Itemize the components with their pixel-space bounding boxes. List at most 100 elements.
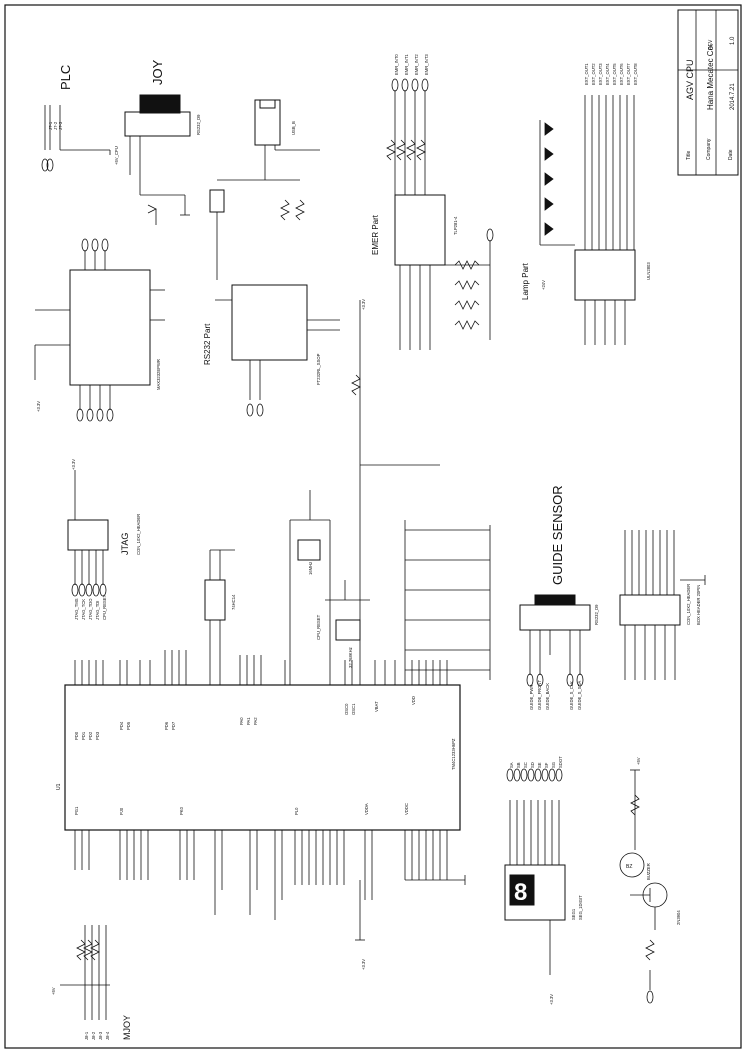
jtag-section: JTAG CON_10X2_HEADER JTAG_TMS JTAG_TCK J…: [67, 459, 141, 620]
mcu-chip: [64, 684, 461, 831]
ext-header-part: CON_10X2_HEADER: [686, 584, 691, 625]
rev-label: REV: [708, 39, 714, 50]
guide-sig-4: GUIDE_S_SDA: [577, 680, 582, 710]
plc-section: PLC J7-1 J7-2 J7-3: [41, 65, 111, 172]
seg-section: 8 SEG1 SEG_1DIGIT SA SB SC SD SE SF SG S…: [504, 756, 583, 1005]
seg-display: [504, 864, 566, 921]
mcu-ref: U1: [56, 783, 62, 790]
rs232-v33-net: +3.3V: [36, 401, 41, 412]
lamp-out-5: EXT_OUT5: [612, 63, 617, 85]
plc-pin-3: J7-3: [58, 121, 63, 130]
company-value: Hana Mecatec Co.: [706, 44, 715, 110]
mcu-pin-r2: PA2: [253, 717, 258, 725]
seg-sig-7: SDOT: [558, 756, 563, 768]
ext-header-part-2: BOX HEADER 20PIN: [696, 585, 701, 625]
rev-value: 1.0: [730, 36, 736, 45]
transistor-part: 2N3904: [676, 910, 681, 925]
seg-part: SEG_1DIGIT: [578, 895, 583, 920]
mjoy-pin-3: J8-3: [98, 1031, 103, 1040]
mjoy-v5-net: +5V: [51, 987, 56, 995]
seg-sig-1: SB: [516, 762, 521, 768]
seg-sig-6: SG: [551, 762, 556, 768]
mcu-pin-r1: PA1: [246, 717, 251, 725]
joy-connector-part: RS232_D9: [196, 114, 201, 135]
jtag-title: JTAG: [120, 533, 130, 555]
emer-section: EMER Part TLP281-4 EMR_INT0 EMR_INT1 EMR…: [371, 54, 494, 350]
ft232-chip: [231, 284, 308, 361]
mcu-pin-l5: PD5: [126, 721, 131, 730]
jtag-header: [67, 519, 109, 551]
jtag-sig-1: JTAG_TCK: [81, 599, 86, 620]
guide-sig-3: GUIDE_S_CLK: [569, 681, 574, 710]
guide-connector-part: RS232_D9: [594, 604, 599, 625]
mjoy-pin-2: J8-2: [91, 1031, 96, 1040]
jtag-sig-4: CPU_RESET: [102, 594, 107, 620]
emer-in-1: EMR_INT1: [404, 54, 409, 75]
lamp-section: Lamp Part ULN2803 EXT_OUT1 EXT_OUT2 EXT_…: [521, 63, 651, 345]
uln2803-part: ULN2803: [646, 262, 651, 280]
lamp-out-6: EXT_OUT6: [619, 63, 624, 85]
seg-sig-4: SE: [537, 762, 542, 768]
seg-digit-glyph: 8: [514, 879, 527, 906]
joy-vcpu-net: +5V_CPU: [114, 146, 119, 165]
mcu-pin-osc1: OSC1: [351, 703, 356, 715]
usb-section: USB_B FT232RL_SSOP: [209, 99, 340, 417]
rs232-section: MAX3232EPWR RS232 Part +3.3V: [34, 238, 212, 422]
tlp281-part: TLP281-4: [453, 216, 458, 235]
mjoy-pin-1: J8-1: [84, 1031, 89, 1040]
seg-sig-0: SA: [509, 762, 514, 768]
mcu-pin-l1: PD1: [81, 731, 86, 740]
emer-title: EMER Part: [371, 214, 380, 255]
decoupling-v33-net: +3.3V: [361, 299, 366, 310]
plc-pin-2: J7-2: [53, 121, 58, 130]
mcu-pin-l2: PD2: [88, 731, 93, 740]
usb-part: USB_B: [291, 121, 296, 135]
buzzer-glyph: BZ: [626, 864, 632, 870]
mcu-pin-vbat: VBAT: [374, 701, 379, 712]
guide-sig-0: GUIDE_PWR: [529, 685, 534, 710]
ext-header-section: CON_10X2_HEADER BOX HEADER 20PIN: [619, 530, 706, 680]
mcu-pin-l3: PD3: [95, 731, 100, 740]
jtag-sig-0: JTAG_TMS: [74, 598, 79, 620]
crystal-2-label: 32.768KHz: [348, 647, 353, 668]
decoupling-section: +3.3V: [351, 299, 491, 685]
company-label: Company: [706, 138, 712, 160]
date-value: 2014.7.21: [730, 83, 736, 110]
mjoy-pin-4: J8-4: [105, 1031, 110, 1040]
plc-title: PLC: [58, 65, 73, 90]
emer-in-0: EMR_INT0: [394, 54, 399, 75]
mcu-pin-l4: PD4: [119, 721, 124, 730]
joy-title: JOY: [150, 59, 165, 85]
mcu-pin-vdd: VDD: [411, 696, 416, 705]
buzzer-section: BZ BUZZER 2N3904 +5V: [619, 757, 681, 1004]
seg-sig-5: SF: [544, 762, 549, 768]
gate-section: 74HC14: [204, 549, 236, 685]
emer-in-2: EMR_INT2: [414, 54, 419, 75]
misc-v33-net: +3.3V: [361, 959, 366, 970]
lamp-out-4: EXT_OUT4: [605, 63, 610, 85]
mcu-pin-b3: PL0: [294, 807, 299, 815]
lamp-out-1: EXT_OUT1: [584, 63, 589, 85]
lamp-out-7: EXT_OUT7: [626, 63, 631, 85]
lamp-out-2: EXT_OUT2: [591, 63, 596, 85]
mcu-pin-b4: VDDA: [364, 803, 369, 815]
guide-section: GUIDE SENSOR RS232_D9 GUIDE_PWR GUIDE_FR…: [519, 485, 599, 710]
plc-pin-1: J7-1: [48, 121, 53, 130]
mcu-pin-b5: VDDC: [404, 803, 409, 815]
title-label: Title: [686, 151, 692, 160]
guide-sig-2: GUIDE_BACK: [545, 683, 550, 710]
ft232-part: FT232RL_SSOP: [316, 353, 321, 385]
seg-ref: SEG1: [571, 908, 576, 920]
lamp-out-3: EXT_OUT3: [598, 63, 603, 85]
mcu-pin-l6: PD6: [164, 721, 169, 730]
guide-title: GUIDE SENSOR: [550, 485, 565, 585]
mcu-pin-r0: PA0: [239, 717, 244, 725]
gate-part: 74HC14: [231, 594, 236, 610]
title-value: AGV CPU: [685, 59, 695, 100]
guide-sig-1: GUIDE_FRONT: [537, 680, 542, 710]
jtag-sig-2: JTAG_TDO: [88, 598, 93, 620]
misc-wiring: +3.3V: [214, 880, 366, 970]
mcu-pin-b1: PJ0: [119, 807, 124, 815]
buzzer-v5-net: +5V: [636, 757, 641, 765]
